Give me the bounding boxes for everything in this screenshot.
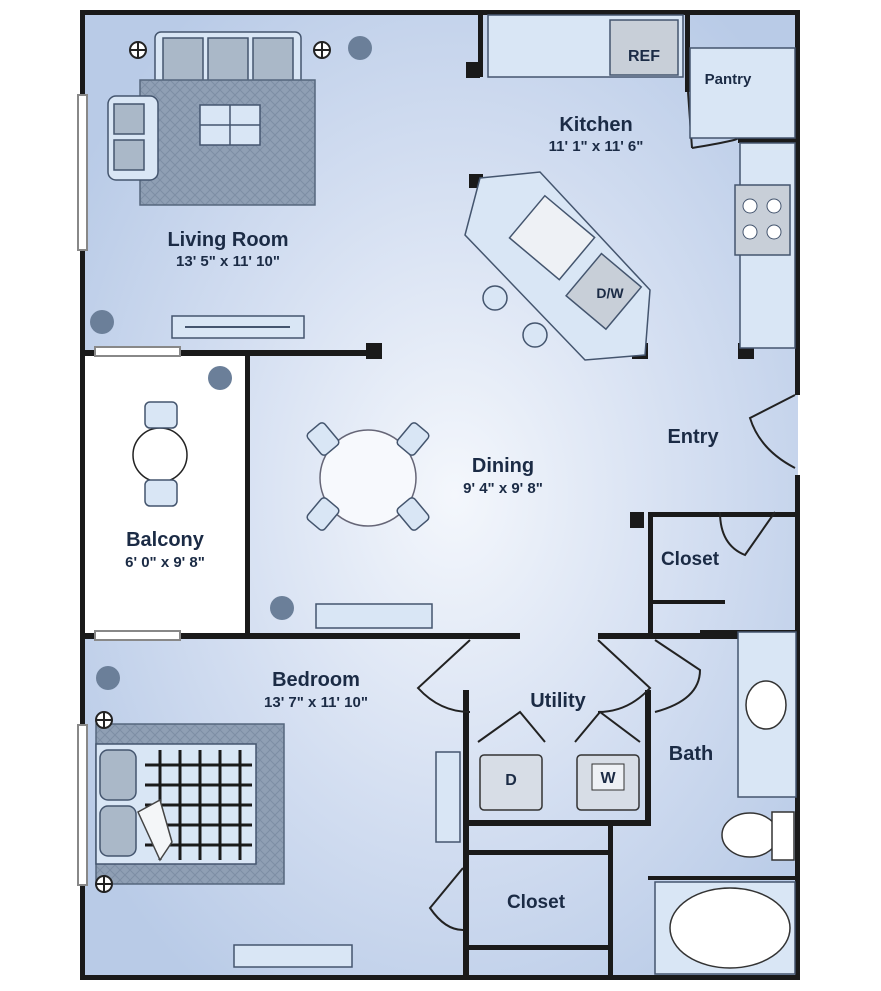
dishwasher-label: D/W [596,285,624,301]
living-furniture [107,31,331,339]
dining-name: Dining [472,455,534,477]
bedroom-furniture [95,711,461,968]
living-room-name: Living Room [167,229,288,251]
entry-closet-name: Closet [661,549,720,570]
kitchen-furniture [464,14,796,361]
utility-appliances [479,754,640,811]
balcony-name: Balcony [126,529,205,551]
bedroom-name: Bedroom [272,669,360,691]
entry-name: Entry [667,426,719,448]
bedroom-closet-name: Closet [507,892,566,913]
dryer-label: D [505,772,517,789]
bedroom-dims: 13' 7" x 11' 10" [264,694,368,711]
bath-fixtures [654,631,797,975]
kitchen-dims: 11' 1" x 11' 6" [549,138,644,155]
windows [77,94,181,886]
kitchen-name: Kitchen [559,114,632,136]
utility-name: Utility [530,690,586,712]
pantry-label: Pantry [705,71,752,88]
balcony-dims: 6' 0" x 9' 8" [125,554,205,571]
dining-dims: 9' 4" x 9' 8" [463,480,543,497]
dining-furniture [306,422,433,629]
balcony-furniture [132,401,188,507]
doors [416,91,796,931]
washer-label: W [600,770,616,787]
ref-label: REF [628,48,660,65]
plants [90,36,372,690]
living-room-dims: 13' 5" x 11' 10" [176,253,280,270]
bath-name: Bath [669,743,713,765]
